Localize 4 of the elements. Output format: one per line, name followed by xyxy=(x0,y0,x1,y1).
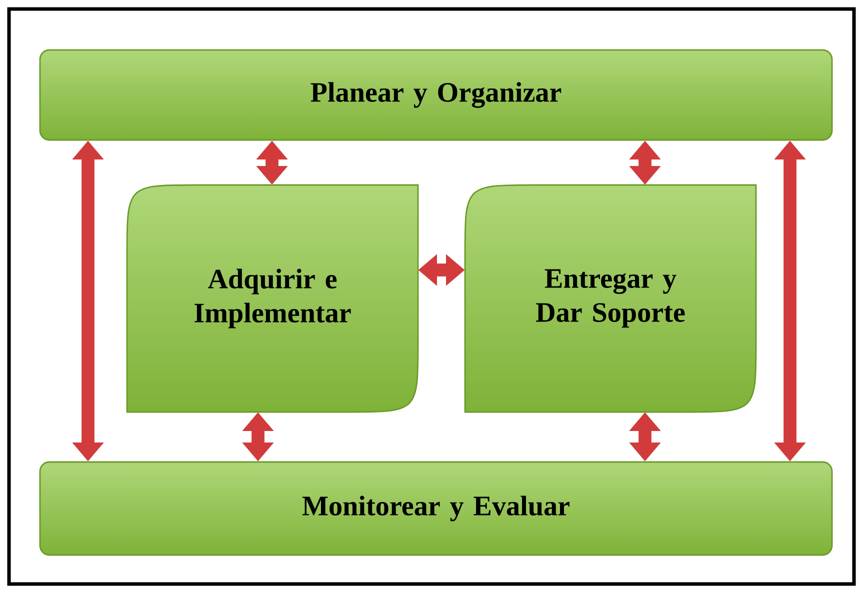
process-bar: Planear y Organizar xyxy=(39,49,833,141)
process-box: Entregar y Dar Soporte xyxy=(464,184,757,413)
process-bar: Monitorear y Evaluar xyxy=(39,461,833,556)
process-box: Adquirir e Implementar xyxy=(126,184,419,413)
